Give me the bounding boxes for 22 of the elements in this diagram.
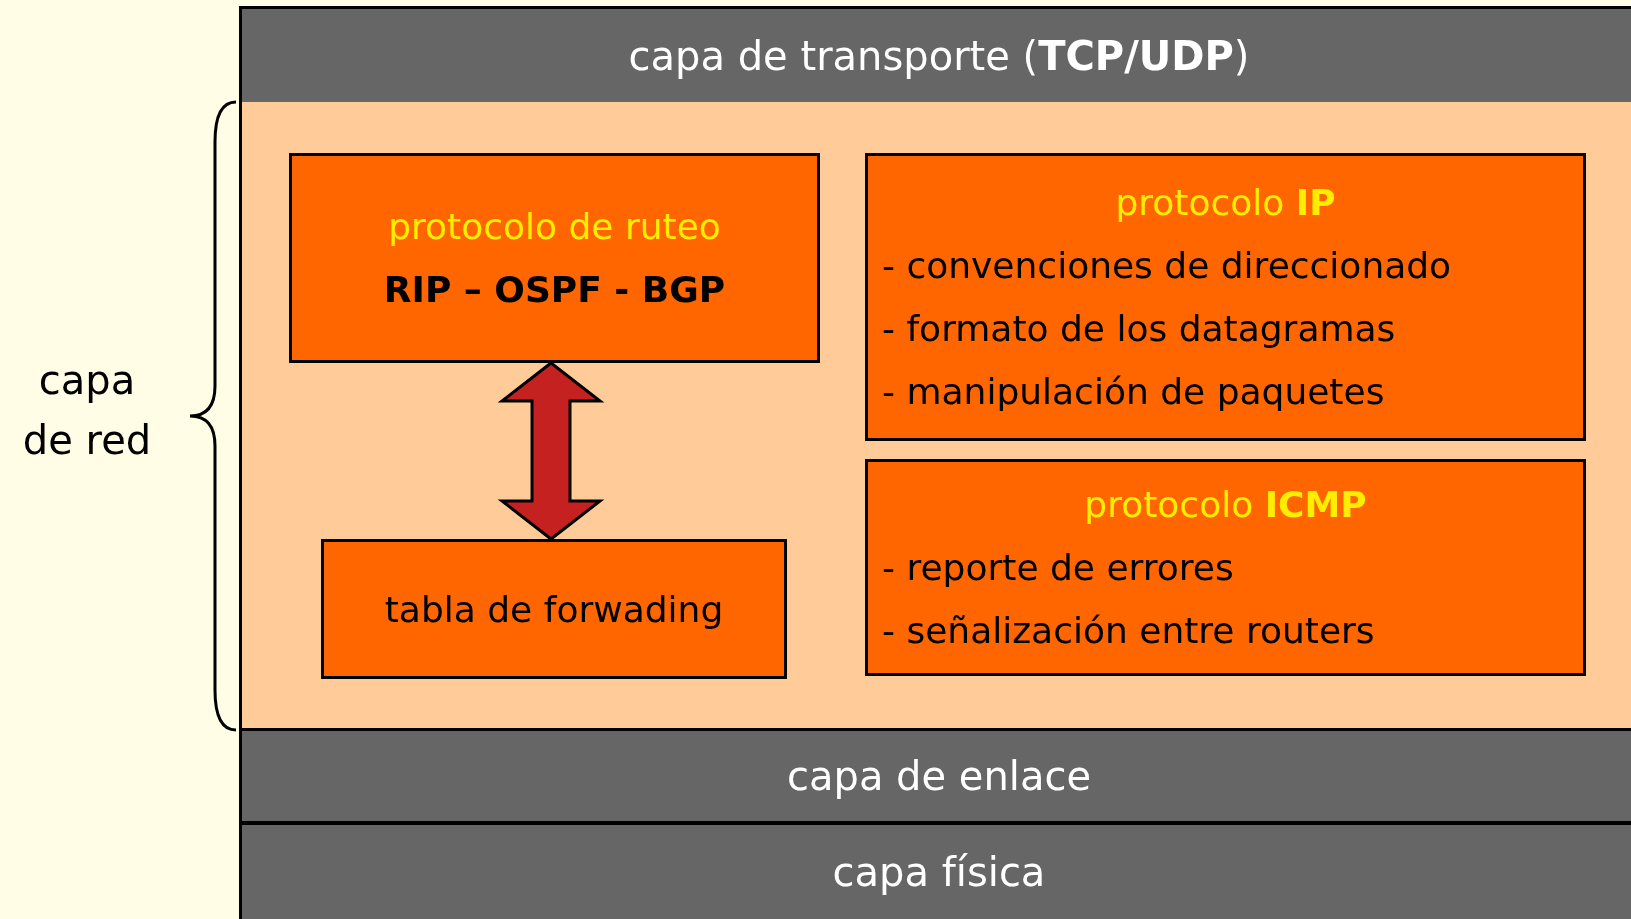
table-box <box>321 539 787 679</box>
double-arrow <box>497 361 605 541</box>
protocol-box <box>865 459 1586 676</box>
list-item: - reporte de errores <box>882 546 1235 590</box>
layer-label: capa física <box>832 849 1046 895</box>
box-heading: protocolo ICMP <box>1083 483 1368 527</box>
box-heading: protocolo de ruteo <box>387 205 722 249</box>
list-item: - manipulación de paquetes <box>882 370 1386 414</box>
list-item: - convenciones de direccionado <box>882 244 1453 288</box>
network-layer-panel <box>239 102 1631 730</box>
protocol-box <box>865 153 1586 441</box>
box-label: tabla de forwading <box>383 587 725 632</box>
protocol-box <box>289 153 820 363</box>
protocol-list: RIP – OSPF - BGP <box>306 258 803 321</box>
box-heading: protocolo IP <box>1114 181 1337 225</box>
layer-label: capa de enlace <box>787 753 1091 799</box>
layer-band <box>239 822 1631 919</box>
layer-band <box>239 728 1631 824</box>
layer-name: capa de red <box>21 356 153 465</box>
list-item: - formato de los datagramas <box>882 307 1397 351</box>
layer-label: capa de transporte (TCP/UDP) <box>628 33 1250 79</box>
list-item: - señalización entre routers <box>882 609 1376 653</box>
